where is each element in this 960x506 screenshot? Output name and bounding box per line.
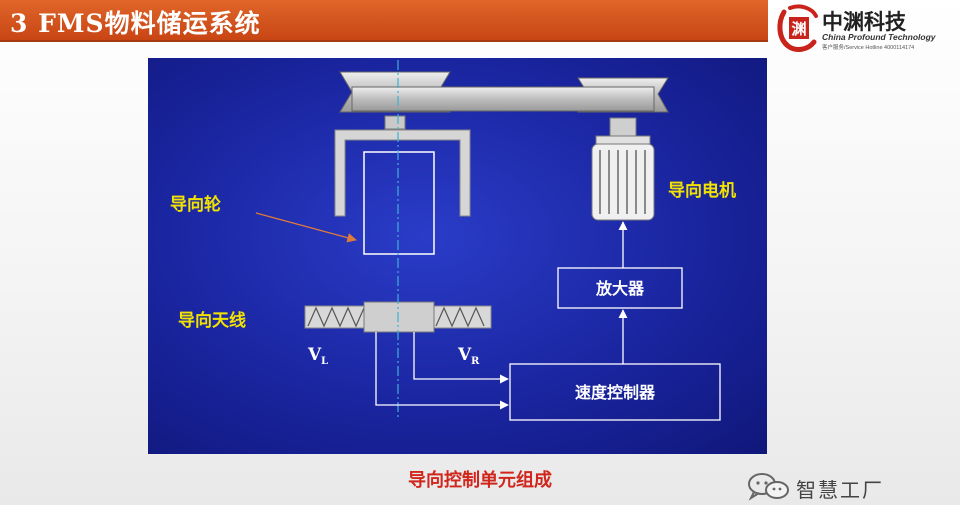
vl-signal-subscript: L [321,356,328,367]
guide-wheel-label: 导向轮 [170,194,221,215]
vr-signal-subscript: R [471,356,480,367]
logo-hotline: 客户服务/Service Hotline 4000114174 [822,45,915,51]
svg-text:渊: 渊 [791,20,806,38]
diagram-caption: 导向控制单元组成 [408,470,552,491]
wheel-bracket [334,129,471,217]
guide-motor-label: 导向电机 [668,180,736,201]
watermark-text: 智慧工厂 [796,478,884,502]
speed-controller-box [509,363,721,421]
guide-motor [591,117,655,221]
vr-signal-label: V [457,345,472,365]
guide-wheel-pointer [255,212,357,243]
logo-name: 中渊科技 [822,9,906,34]
amplifier-box [557,267,683,309]
wheel-shaft [384,115,406,130]
company-logo: 渊 中渊科技 China Profound Technology 客户服务/Se… [776,2,960,58]
amplifier-label: 放大器 [595,279,645,298]
guide-antenna-label: 导向天线 [178,310,246,331]
logo-english-name: China Profound Technology [822,32,936,42]
guide-antenna [304,301,492,333]
diagram-panel: 放大器 速度控制器 导向轮 导向电机 导向天线 V L V R [148,58,767,454]
title-bar: 3 FMS物料储运系统 [0,0,768,42]
wechat-icon [748,473,789,501]
slide-title: 3 FMS物料储运系统 [10,9,261,38]
speed-controller-label: 速度控制器 [575,383,656,402]
vl-signal-label: V [307,345,322,365]
vr-signal-arrow [413,332,509,384]
vl-signal-arrow [375,332,509,410]
wechat-watermark: 智慧工厂 [746,472,956,502]
guide-wheel [363,151,435,255]
dragon-seal-icon: 渊 [777,4,818,52]
guidance-control-diagram: 放大器 速度控制器 导向轮 导向电机 导向天线 V L V R [170,60,736,421]
transmission-belt [351,86,655,112]
